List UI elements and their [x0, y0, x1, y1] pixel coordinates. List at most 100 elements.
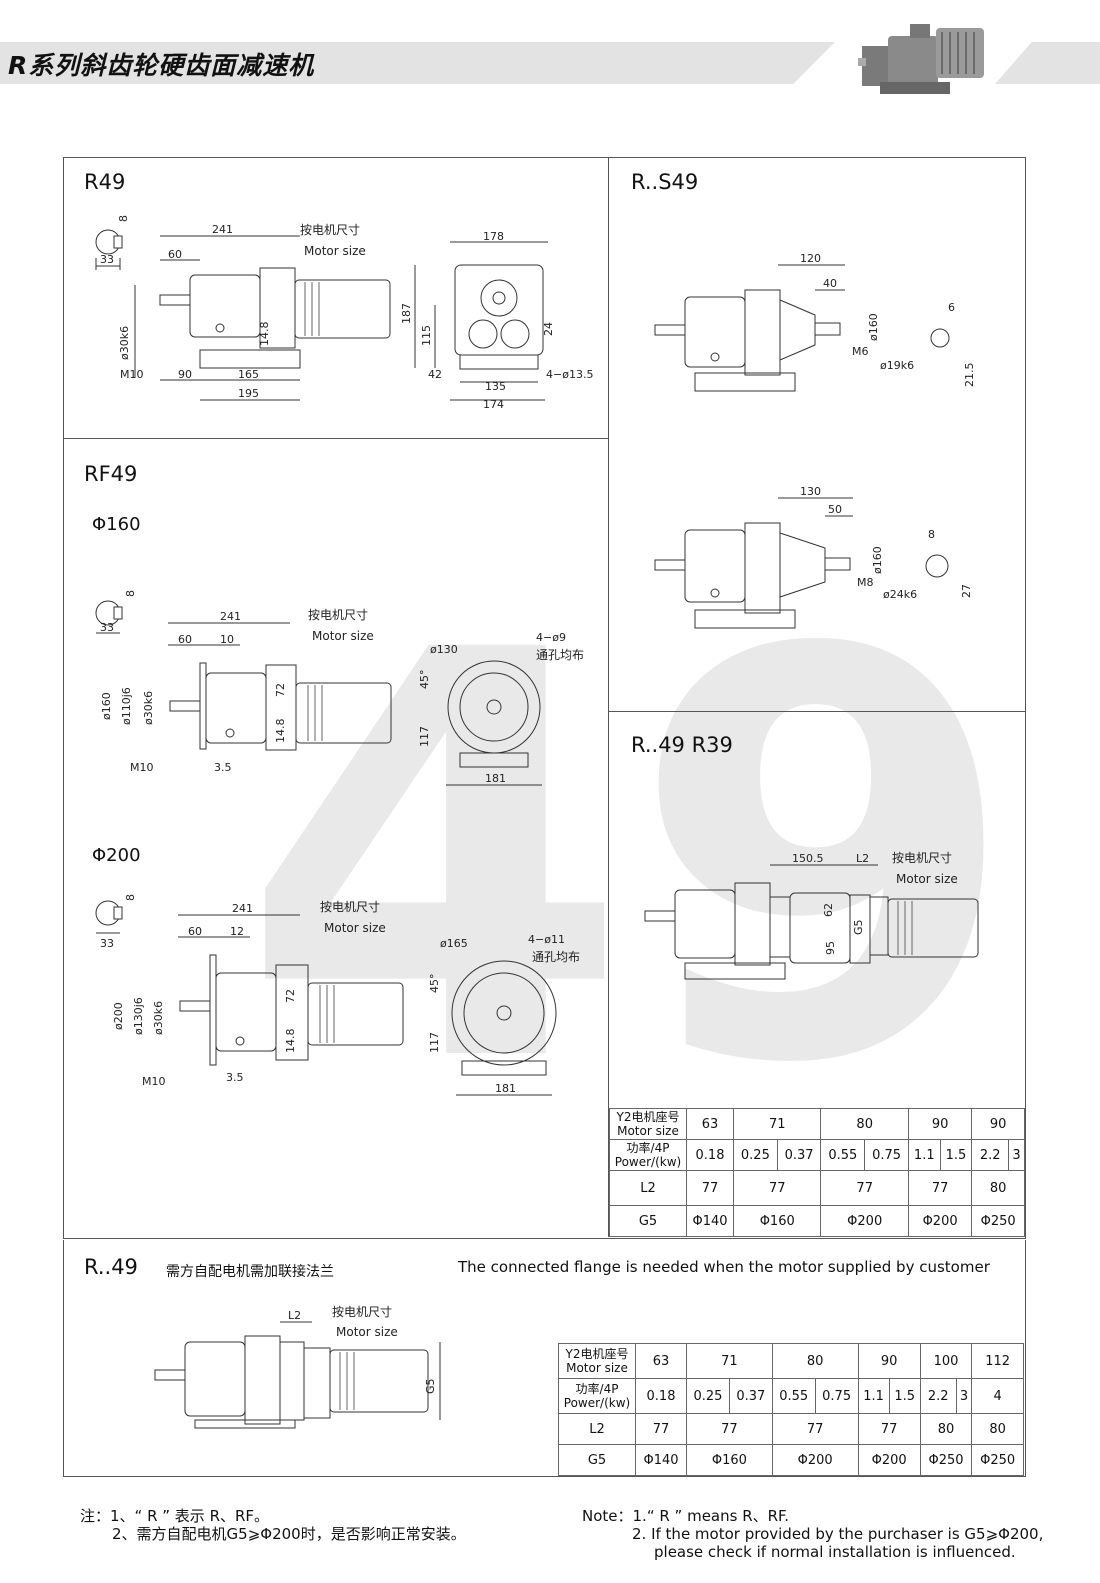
- g5-header: G5: [558, 1444, 636, 1476]
- dim-m10: M10: [130, 761, 154, 774]
- drawing-r49-r39: 150.5 L2 按电机尺寸 Motor size 62 95 G5: [644, 851, 979, 980]
- cell: 0.75: [814, 1378, 859, 1414]
- dim-33: 33: [100, 253, 114, 266]
- motor-size-en: Motor size: [304, 244, 366, 258]
- dim-160-b: ø160: [871, 546, 884, 574]
- table-row: G5 Φ140 Φ160 Φ200 Φ200 Φ250 Φ250: [558, 1444, 1024, 1476]
- cell: 77: [686, 1413, 773, 1445]
- dim-30k6: ø30k6: [142, 691, 155, 725]
- table-row: L2 77 77 77 77 80 80: [558, 1413, 1024, 1445]
- motor-size-cn: 按电机尺寸: [300, 223, 360, 237]
- dim-g5: G5: [852, 919, 865, 935]
- dim-3-5: 3.5: [226, 1071, 244, 1084]
- main-frame: [63, 157, 1026, 1239]
- cell: 90: [857, 1343, 921, 1379]
- cell: 0.18: [686, 1139, 734, 1171]
- cell: 4: [971, 1378, 1024, 1414]
- drawing-rs49-upper: 120 40 ø160 M6 6 ø19k6 21.5: [654, 252, 976, 392]
- dim-200: ø200: [112, 1002, 125, 1030]
- cell: Φ160: [732, 1205, 822, 1237]
- dim-130: ø130: [430, 643, 458, 656]
- dim-135: 135: [485, 380, 506, 393]
- cell: 90: [971, 1108, 1025, 1140]
- dim-72: 72: [284, 989, 297, 1003]
- cell: Φ200: [857, 1444, 921, 1476]
- note-en-1: Note：1.“ R ” means R、RF.: [582, 1507, 790, 1525]
- cell: 0.55: [820, 1139, 866, 1171]
- cell: 63: [686, 1108, 734, 1140]
- dim-14-8: 14.8: [274, 719, 287, 744]
- dim-14-8: 14.8: [284, 1029, 297, 1054]
- section-title-r49-flange: R..49: [84, 1255, 138, 1279]
- cell: Φ200: [820, 1205, 909, 1237]
- cell: 77: [635, 1413, 687, 1445]
- dim-24: 24: [542, 322, 555, 336]
- dim-120: 120: [800, 252, 821, 265]
- dim-24k6: ø24k6: [883, 588, 917, 601]
- l2-header: L2: [609, 1170, 687, 1206]
- cell: 0.55: [771, 1378, 816, 1414]
- dim-62: 62: [822, 903, 835, 917]
- dim-8: 8: [124, 590, 137, 597]
- watermark-49: 49: [240, 534, 1020, 1186]
- cell: 0.25: [686, 1378, 730, 1414]
- cell: 0.25: [733, 1139, 778, 1171]
- dim-60: 60: [188, 925, 202, 938]
- dim-117: 117: [418, 726, 431, 747]
- dim-60: 60: [168, 248, 182, 261]
- dim-115: 115: [420, 325, 433, 346]
- banner-stripe-right: [995, 42, 1100, 84]
- dim-8: 8: [117, 215, 130, 222]
- dim-12: 12: [230, 925, 244, 938]
- cell: 71: [732, 1108, 822, 1140]
- dim-14-8: 14.8: [258, 322, 271, 347]
- cell: 112: [971, 1343, 1024, 1379]
- g5-header: G5: [609, 1205, 687, 1237]
- cell: Φ250: [971, 1444, 1024, 1476]
- dim-187: 187: [400, 303, 413, 324]
- motor-size-en: Motor size: [896, 872, 958, 886]
- cell: Φ140: [686, 1205, 734, 1237]
- dim-178: 178: [483, 230, 504, 243]
- divider-r49: [63, 438, 609, 440]
- holes-evenly: 通孔均布: [536, 648, 584, 662]
- cell: 3: [955, 1378, 973, 1414]
- note-en-2: 2. If the motor provided by the purchase…: [632, 1525, 1044, 1543]
- dim-241: 241: [220, 610, 241, 623]
- cell: 0.37: [776, 1139, 822, 1171]
- cell: Φ200: [907, 1205, 973, 1237]
- holes-evenly: 通孔均布: [532, 950, 580, 964]
- cell: 90: [907, 1108, 973, 1140]
- cell: 2.2: [971, 1139, 1010, 1171]
- motor-size-cn: 按电机尺寸: [320, 900, 380, 914]
- motor-size-cn: 按电机尺寸: [332, 1305, 392, 1319]
- divider-rs49: [608, 711, 1025, 713]
- dim-60: 60: [178, 633, 192, 646]
- cell: Φ160: [686, 1444, 773, 1476]
- dim-holes: 4−ø9: [536, 631, 566, 644]
- cell: Φ200: [771, 1444, 859, 1476]
- dim-90: 90: [178, 368, 192, 381]
- dim-19k6: ø19k6: [880, 359, 914, 372]
- cell: 77: [771, 1413, 859, 1445]
- subtitle-phi160: Φ160: [92, 514, 141, 535]
- dim-174: 174: [483, 398, 504, 411]
- cell: 100: [919, 1343, 973, 1379]
- dim-l2: L2: [856, 852, 869, 865]
- dim-160: ø160: [100, 692, 113, 720]
- cell: Φ250: [919, 1444, 973, 1476]
- drawing-rf49-phi200: 33 8 241 60 12 按电机尺寸 Motor size ø200 ø13…: [95, 894, 580, 1096]
- dim-8: 8: [124, 894, 137, 901]
- cell: 3: [1008, 1139, 1025, 1171]
- cell: 77: [857, 1413, 921, 1445]
- cell: 71: [686, 1343, 773, 1379]
- dim-m8: M8: [857, 576, 874, 589]
- cell: 0.75: [864, 1139, 909, 1171]
- section-title-rs49: R..S49: [631, 170, 699, 194]
